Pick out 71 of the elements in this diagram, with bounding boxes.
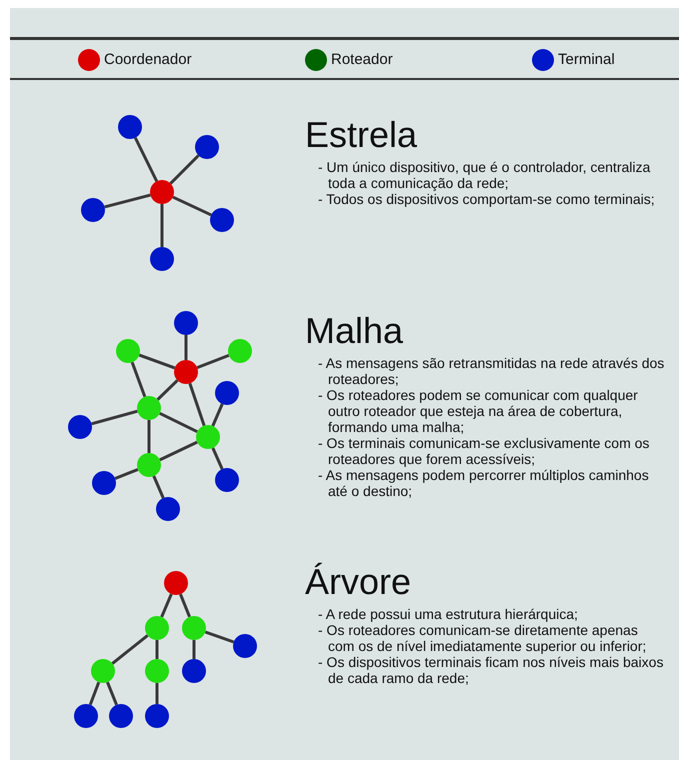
router-node (145, 659, 169, 683)
link-line (159, 412, 198, 434)
terminal-node (109, 704, 133, 728)
terminal-node (233, 634, 257, 658)
terminal-node (156, 497, 180, 521)
link-line (156, 640, 158, 659)
terminal-node (118, 115, 142, 139)
link-line (104, 194, 151, 208)
terminal-node (92, 471, 116, 495)
terminal-node (215, 468, 239, 492)
link-line (179, 594, 191, 618)
router-node (116, 339, 140, 363)
bullet-text: - Todos os dispositivos comportam-se como terminais; (318, 191, 656, 207)
router-node (137, 396, 161, 420)
router-node (196, 425, 220, 449)
link-line (172, 196, 212, 216)
terminal-node (150, 247, 174, 271)
terminal-node (182, 659, 206, 683)
router-node (182, 616, 206, 640)
legend-label: Coordenador (104, 51, 192, 68)
bullet-text: - A rede possui uma estrutura hierárquica; (318, 606, 579, 622)
bullet-text: - Os roteadores comunicam-se diretamente apenas com os de nível imediatamente superior ou inferior; (318, 622, 648, 654)
section-heading: Estrela (305, 115, 418, 155)
link-line (138, 354, 176, 370)
link-line (88, 682, 100, 706)
link-line (188, 382, 206, 426)
legend-label: Terminal (558, 51, 615, 68)
terminal-node (174, 311, 198, 335)
router-node (145, 616, 169, 640)
section-heading: Árvore (305, 562, 412, 602)
link-line (160, 593, 173, 618)
bullet-text: - As mensagens podem percorrer múltiplos caminhos até o destino; (318, 467, 650, 499)
bullet-text: - As mensagens são retransmitidas na rede através dos roteadores; (318, 355, 666, 387)
link-line (148, 420, 150, 453)
bullet-text: - Os roteadores podem se comunicar com qualquer outro roteador que esteja na área de cobertura, formando uma malha; (318, 387, 639, 435)
router-node (228, 339, 252, 363)
terminal-node (74, 704, 98, 728)
link-line (114, 468, 138, 480)
coordinator-node (174, 360, 198, 384)
link-line (184, 335, 188, 360)
terminal-node (215, 381, 239, 405)
link-line (211, 447, 224, 470)
bullet-text: - Os terminais comunicam-se exclusivamente com os roteadores que forem acessíveis; (318, 435, 650, 467)
link-line (160, 204, 164, 247)
link-line (192, 640, 196, 659)
router-node (91, 659, 115, 683)
router-node (137, 453, 161, 477)
coordinator-node (150, 180, 174, 204)
bullet-text: - Os dispositivos terminais ficam nos níveis mais baixos de cada ramo da rede; (318, 654, 664, 686)
link-line (91, 410, 138, 426)
link-line (204, 630, 234, 644)
link-line (111, 634, 149, 665)
terminal-node (68, 415, 92, 439)
link-line (156, 683, 158, 704)
terminal-node (145, 704, 169, 728)
coordinator-node (164, 571, 188, 595)
link-line (134, 137, 158, 182)
link-line (106, 682, 118, 706)
link-line (152, 475, 165, 499)
link-line (159, 440, 198, 462)
terminal-node (210, 208, 234, 232)
section-heading: Malha (305, 311, 404, 351)
link-line (130, 362, 146, 398)
terminal-node (81, 198, 105, 222)
bullet-text: - Um único dispositivo, que é o controlador, centraliza toda a comunicação da rede; (318, 159, 652, 191)
legend-label: Roteador (331, 51, 393, 68)
link-line (196, 354, 230, 370)
link-line (211, 403, 224, 427)
terminal-node (195, 135, 219, 159)
link-line (169, 154, 200, 185)
link-line (156, 379, 178, 401)
